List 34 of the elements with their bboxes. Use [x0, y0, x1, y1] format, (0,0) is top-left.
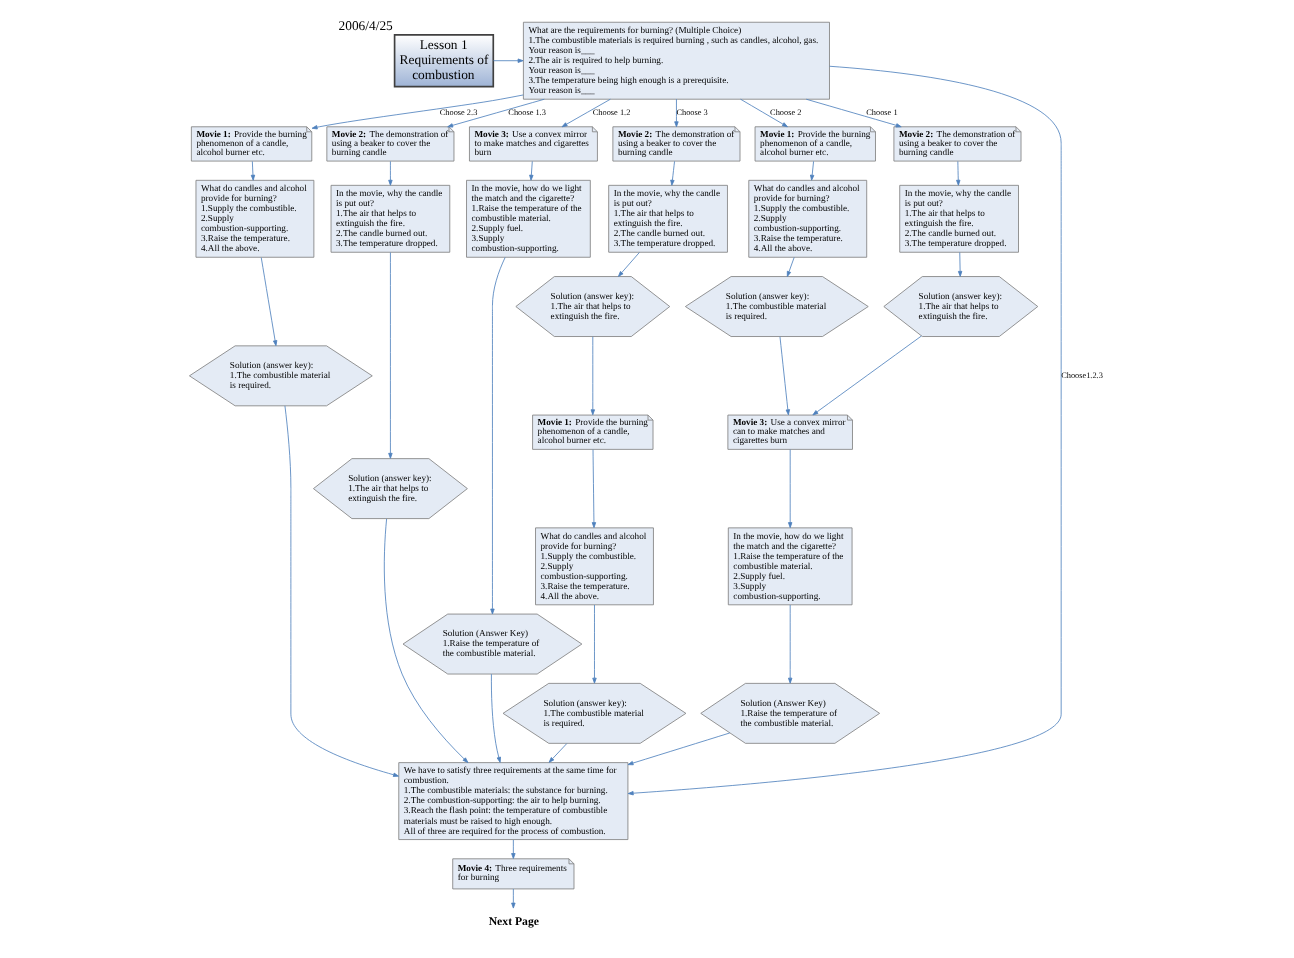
arrow: [670, 160, 675, 186]
arrow: [493, 58, 524, 63]
arrow: [447, 98, 545, 128]
arrow: [260, 257, 278, 347]
arrow: [592, 604, 597, 684]
arrow: [561, 98, 611, 128]
arrow: [548, 743, 568, 763]
arrow: [786, 256, 795, 277]
arrow: [284, 405, 399, 777]
arrow: [388, 252, 393, 459]
arrow: [788, 449, 793, 529]
arrow: [511, 888, 516, 909]
arrow: [627, 65, 1062, 796]
arrow: [591, 449, 597, 529]
arrow: [627, 732, 731, 766]
arrow: [957, 252, 963, 277]
arrow: [490, 673, 501, 763]
arrow: [956, 160, 961, 186]
arrow: [618, 252, 640, 277]
arrow: [529, 160, 534, 181]
arrow: [810, 160, 815, 181]
arrow: [590, 336, 595, 416]
arrow: [250, 160, 256, 181]
arrow: [788, 604, 793, 684]
arrow: [383, 518, 469, 763]
arrow: [779, 336, 790, 416]
arrow: [311, 94, 524, 130]
arrow: [805, 98, 902, 128]
arrow: [812, 335, 922, 416]
arrow: [740, 98, 788, 128]
arrow: [490, 257, 506, 615]
arrow: [511, 839, 516, 859]
arrow: [674, 98, 679, 128]
arrow: [388, 160, 393, 186]
